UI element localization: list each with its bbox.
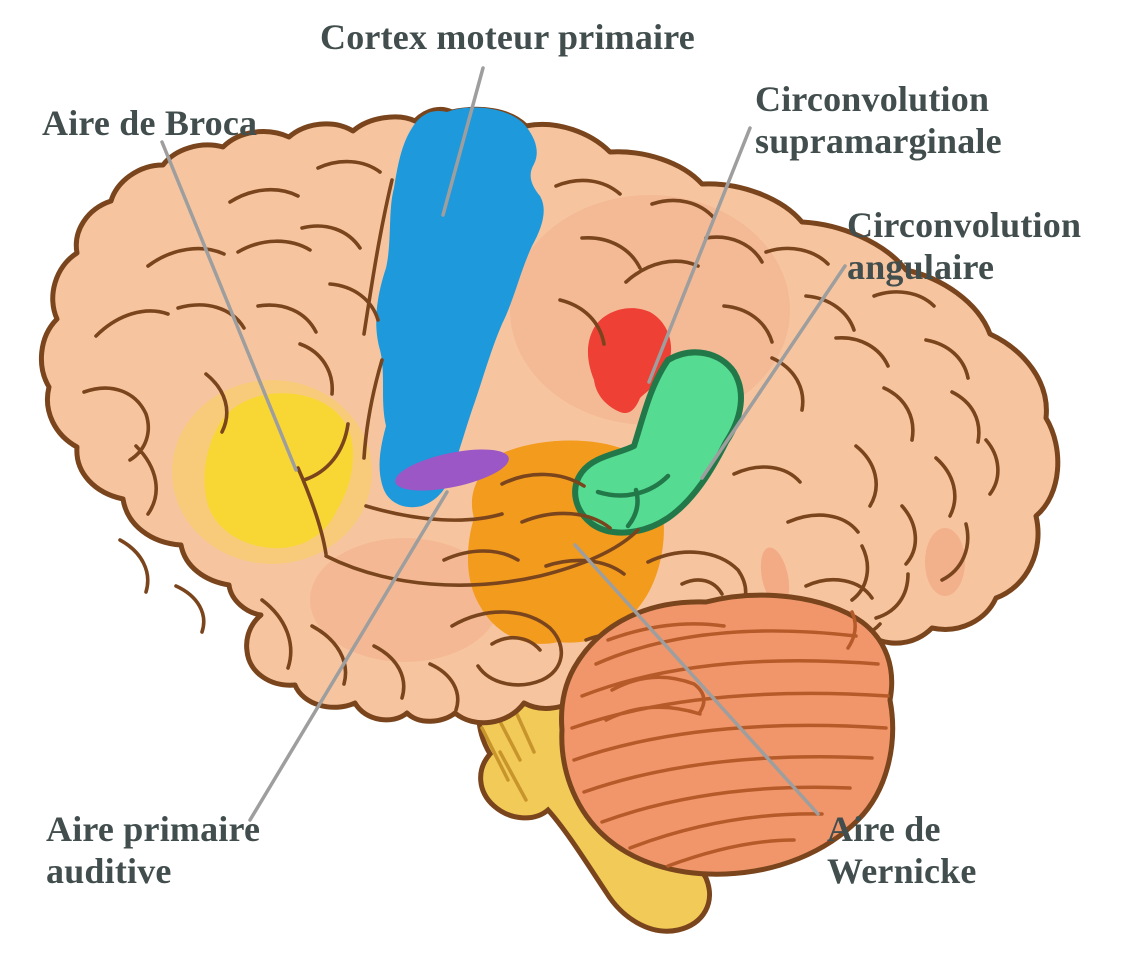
leader-line-auditory	[248, 490, 449, 822]
leader-line-angular	[700, 264, 847, 480]
brainstem-hatching	[480, 704, 536, 802]
label-wernicke: Aire de Wernicke	[827, 809, 977, 892]
leader-line-broca	[160, 140, 298, 472]
cerebrum-outline	[38, 106, 1061, 726]
label-motor-cortex: Cortex moteur primaire	[320, 17, 695, 57]
leader-line-motor-cortex	[441, 66, 485, 217]
label-supramarginal: Circonvolution supramarginale	[755, 79, 1002, 162]
leader-line-supramarginal	[647, 126, 752, 384]
label-broca: Aire de Broca	[42, 103, 258, 143]
motor-cortex-region	[376, 107, 544, 508]
leader-line-wernicke	[573, 543, 820, 816]
auditory-area-region	[395, 449, 509, 491]
cerebellum-folia	[570, 610, 890, 868]
sulci-lines	[82, 159, 1000, 712]
angular-gyrus-inner-sulcus	[595, 473, 671, 529]
label-auditory: Aire primaire auditive	[46, 809, 261, 892]
angular-gyrus-region	[572, 349, 744, 536]
label-angular: Circonvolution angulaire	[847, 205, 1082, 288]
leader-lines	[160, 66, 847, 822]
